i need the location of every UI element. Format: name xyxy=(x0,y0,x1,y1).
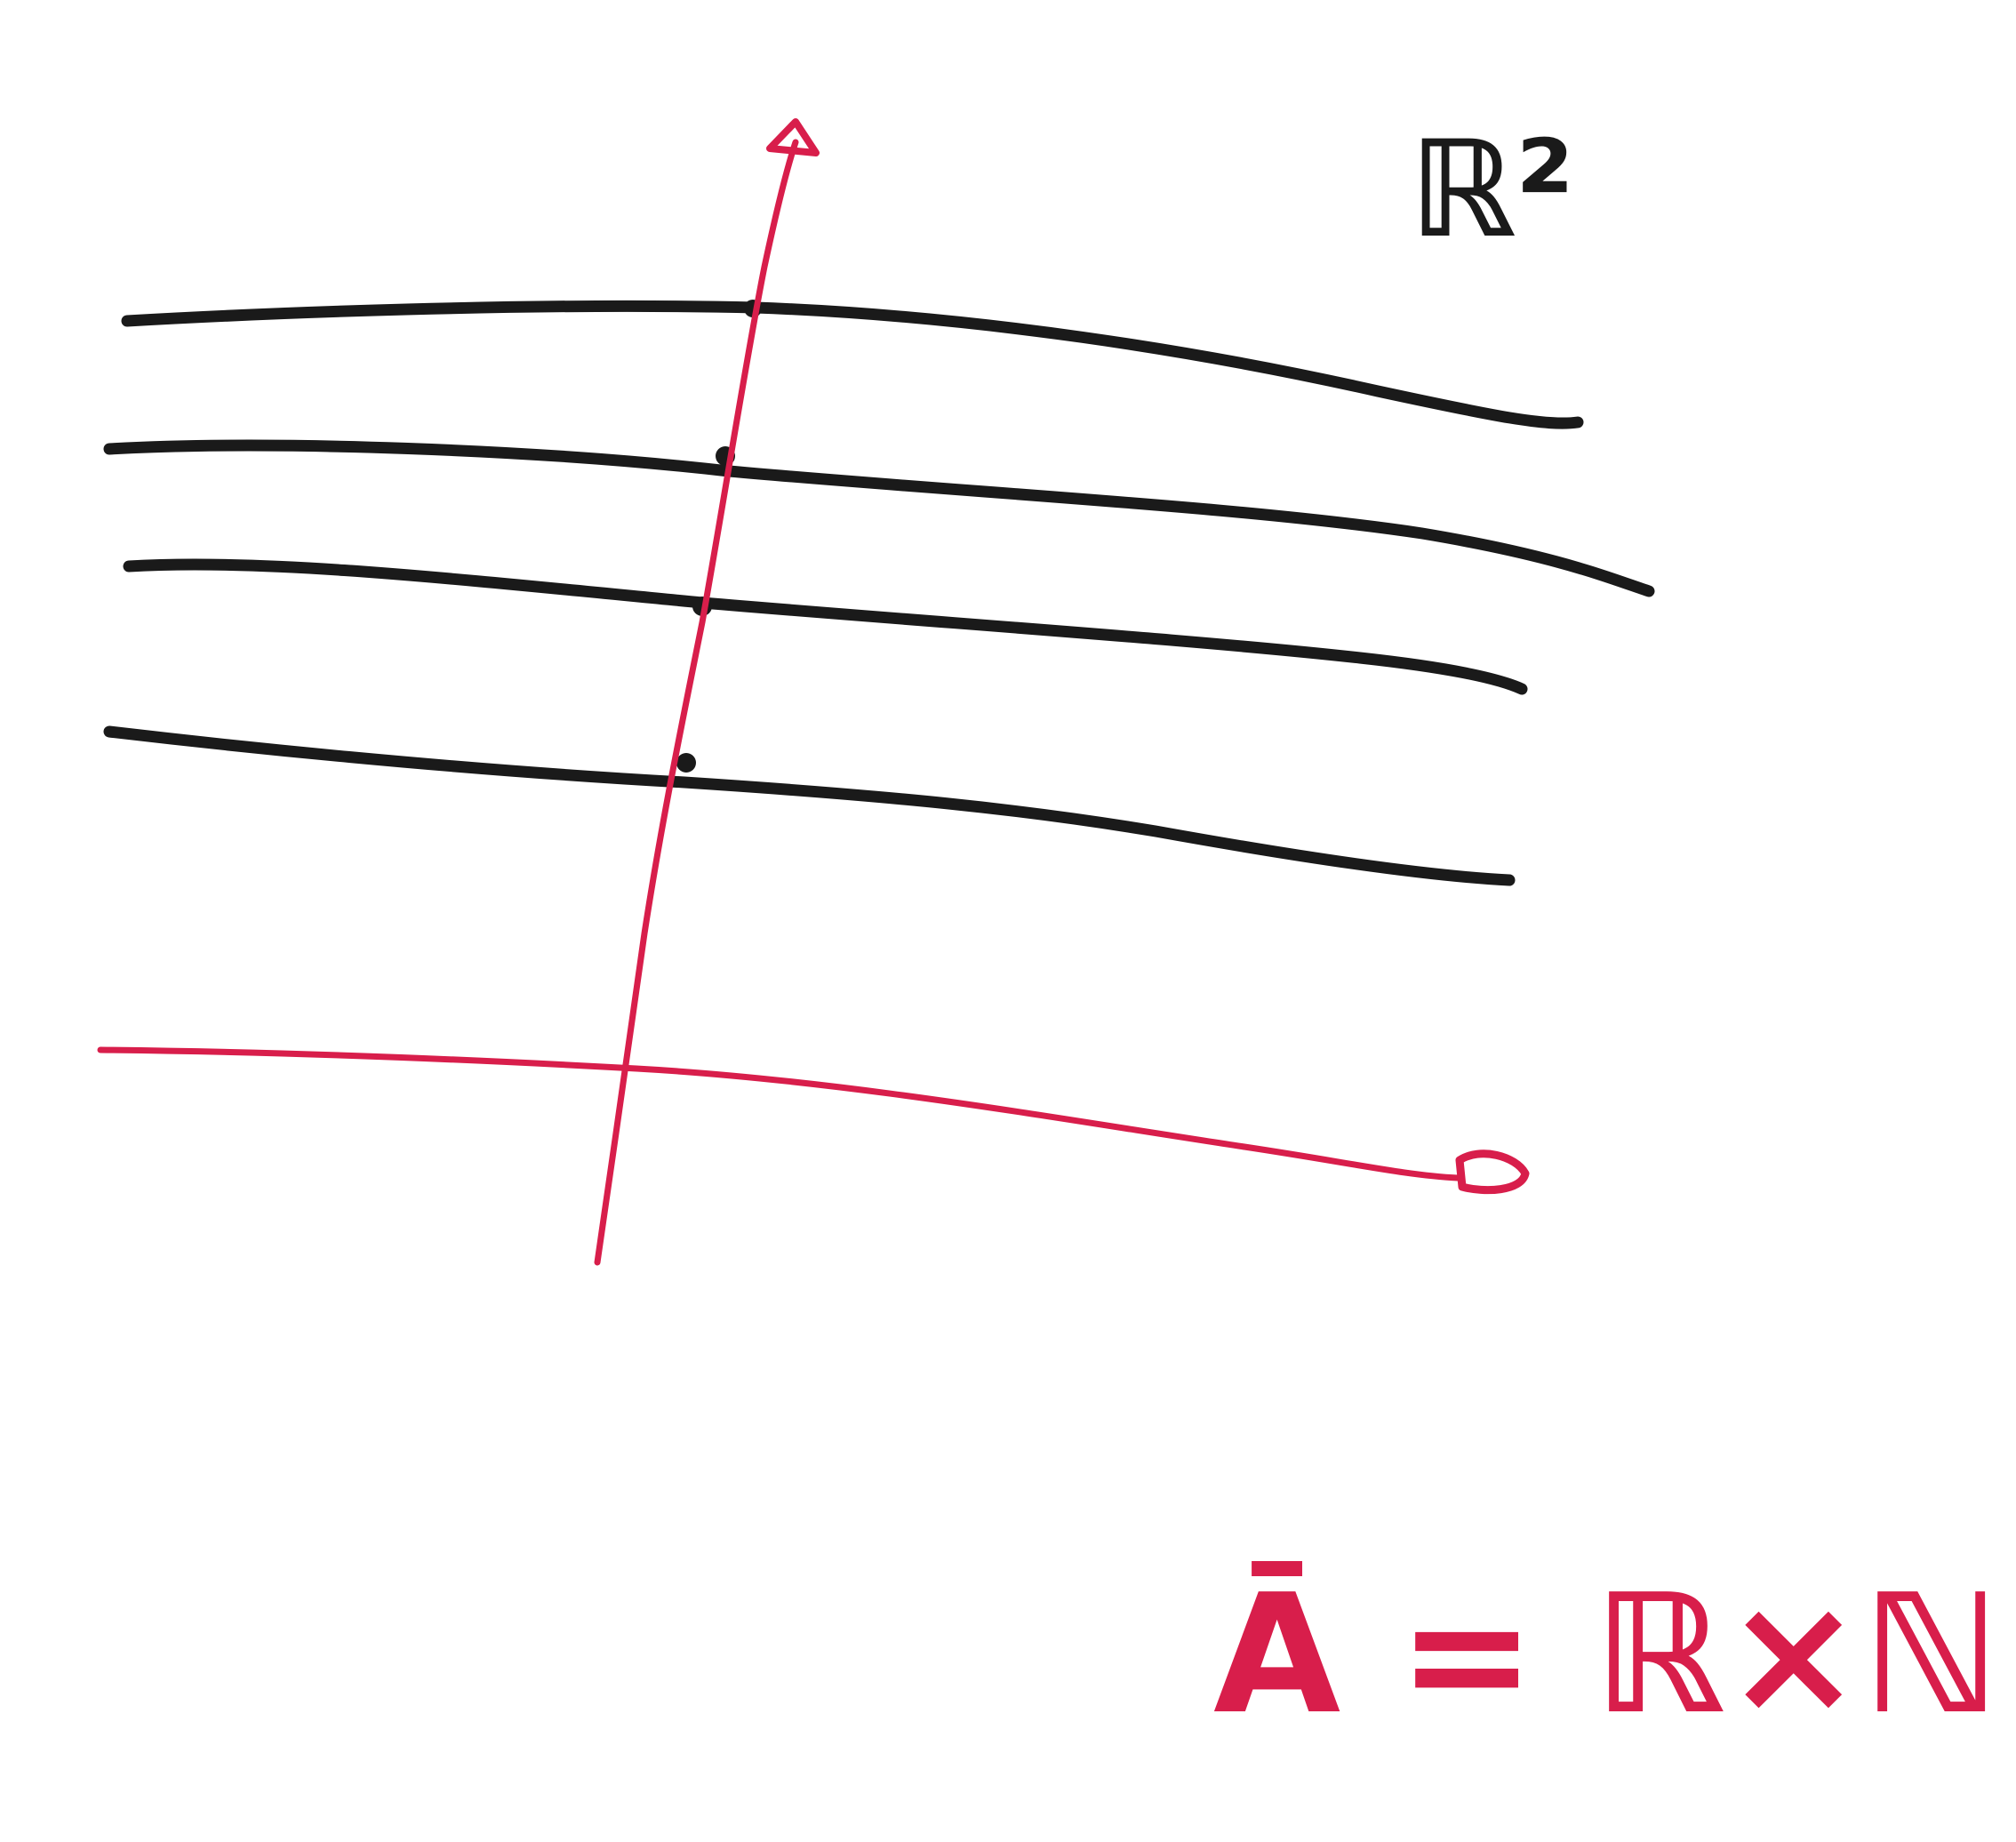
equation-label: Ā = ℝ×ℕ xyxy=(1213,1558,2000,1750)
x-axis-arrowhead xyxy=(1455,1149,1530,1195)
x-axis xyxy=(97,1046,1461,1181)
horizontal-line-3 xyxy=(103,439,1655,597)
space-label: ℝ² xyxy=(1409,113,1574,268)
intersection-point-1 xyxy=(676,753,696,773)
red-axes xyxy=(97,118,1530,1266)
y-axis xyxy=(594,139,799,1266)
horizontal-line-4 xyxy=(121,300,1584,429)
horizontal-line-1 xyxy=(103,725,1516,886)
horizontal-lines xyxy=(103,300,1655,886)
horizontal-line-2 xyxy=(123,558,1528,695)
y-axis-arrowhead xyxy=(766,118,820,156)
